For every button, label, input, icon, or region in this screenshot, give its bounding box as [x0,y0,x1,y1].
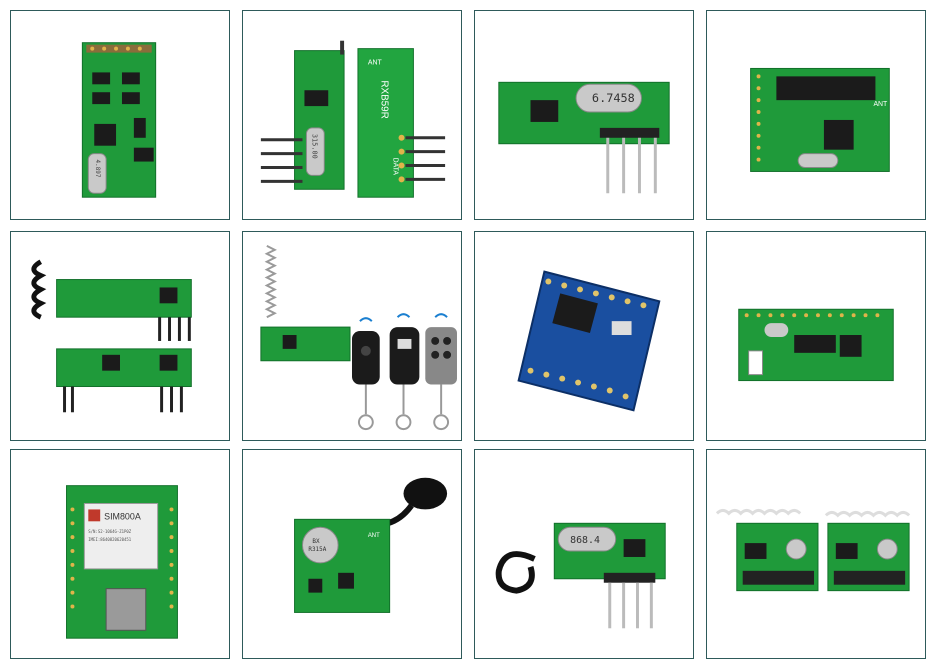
product-tile-10[interactable]: BX R315A ANT [242,449,462,659]
product-tile-3[interactable]: 6.7458 [474,10,694,220]
module-name: SIM800A [104,511,141,521]
product-tile-4[interactable]: ANT [706,10,926,220]
module-imei: IMEI:8640820620451 [88,537,131,542]
product-tile-11[interactable]: 868.4 [474,449,694,659]
crystal-label: 6.7458 [592,91,635,105]
rf-module-image: 6.7458 [498,81,670,194]
product-tile-9[interactable]: SIM800A S/N:S2-1064G-Z1P0Z IMEI:86408206… [10,449,230,659]
silk-label-data: DATA [392,158,399,176]
rf-module-image: ANT [750,67,890,172]
product-tile-12[interactable] [706,449,926,659]
product-tile-5[interactable] [10,231,230,441]
product-tile-2[interactable]: 315.00 ANT RXB59R DATA [242,10,462,220]
product-grid: 4.897 315.00 ANT RXB59R DATA [10,10,927,661]
module-serial: S/N:S2-1064G-Z1P0Z [88,529,131,534]
silk-label-ant: ANT [873,101,888,108]
silk-label-model: RXB59R [379,80,390,118]
gsm-module-image: SIM800A S/N:S2-1064G-Z1P0Z IMEI:86408206… [66,485,178,639]
product-tile-8[interactable] [706,231,926,441]
crystal-label: 315.00 [310,134,318,159]
rf-module-image: 868.4 [495,522,666,629]
product-tile-7[interactable] [474,231,694,441]
rf-module-and-remotes-image [260,244,457,431]
rf-module-image [738,308,894,382]
rf-module-image: 4.897 [81,42,157,198]
crystal-label: BX [312,538,320,545]
rf-module-image: 315.00 ANT RXB59R DATA [260,40,446,198]
rf-module-image [517,270,661,412]
silk-label-ant: ANT [368,59,383,66]
crystal-label-2: R315A [308,546,326,553]
crystal-label: 868.4 [570,535,600,546]
product-tile-6[interactable] [242,231,462,441]
rf-module-image: BX R315A ANT [294,477,448,613]
silk-label-ant: ANT [368,533,380,539]
rf-module-image [31,259,192,413]
product-tile-1[interactable]: 4.897 [10,10,230,220]
rf-modules-pair-image [715,508,911,592]
crystal-label: 4.897 [94,160,101,178]
